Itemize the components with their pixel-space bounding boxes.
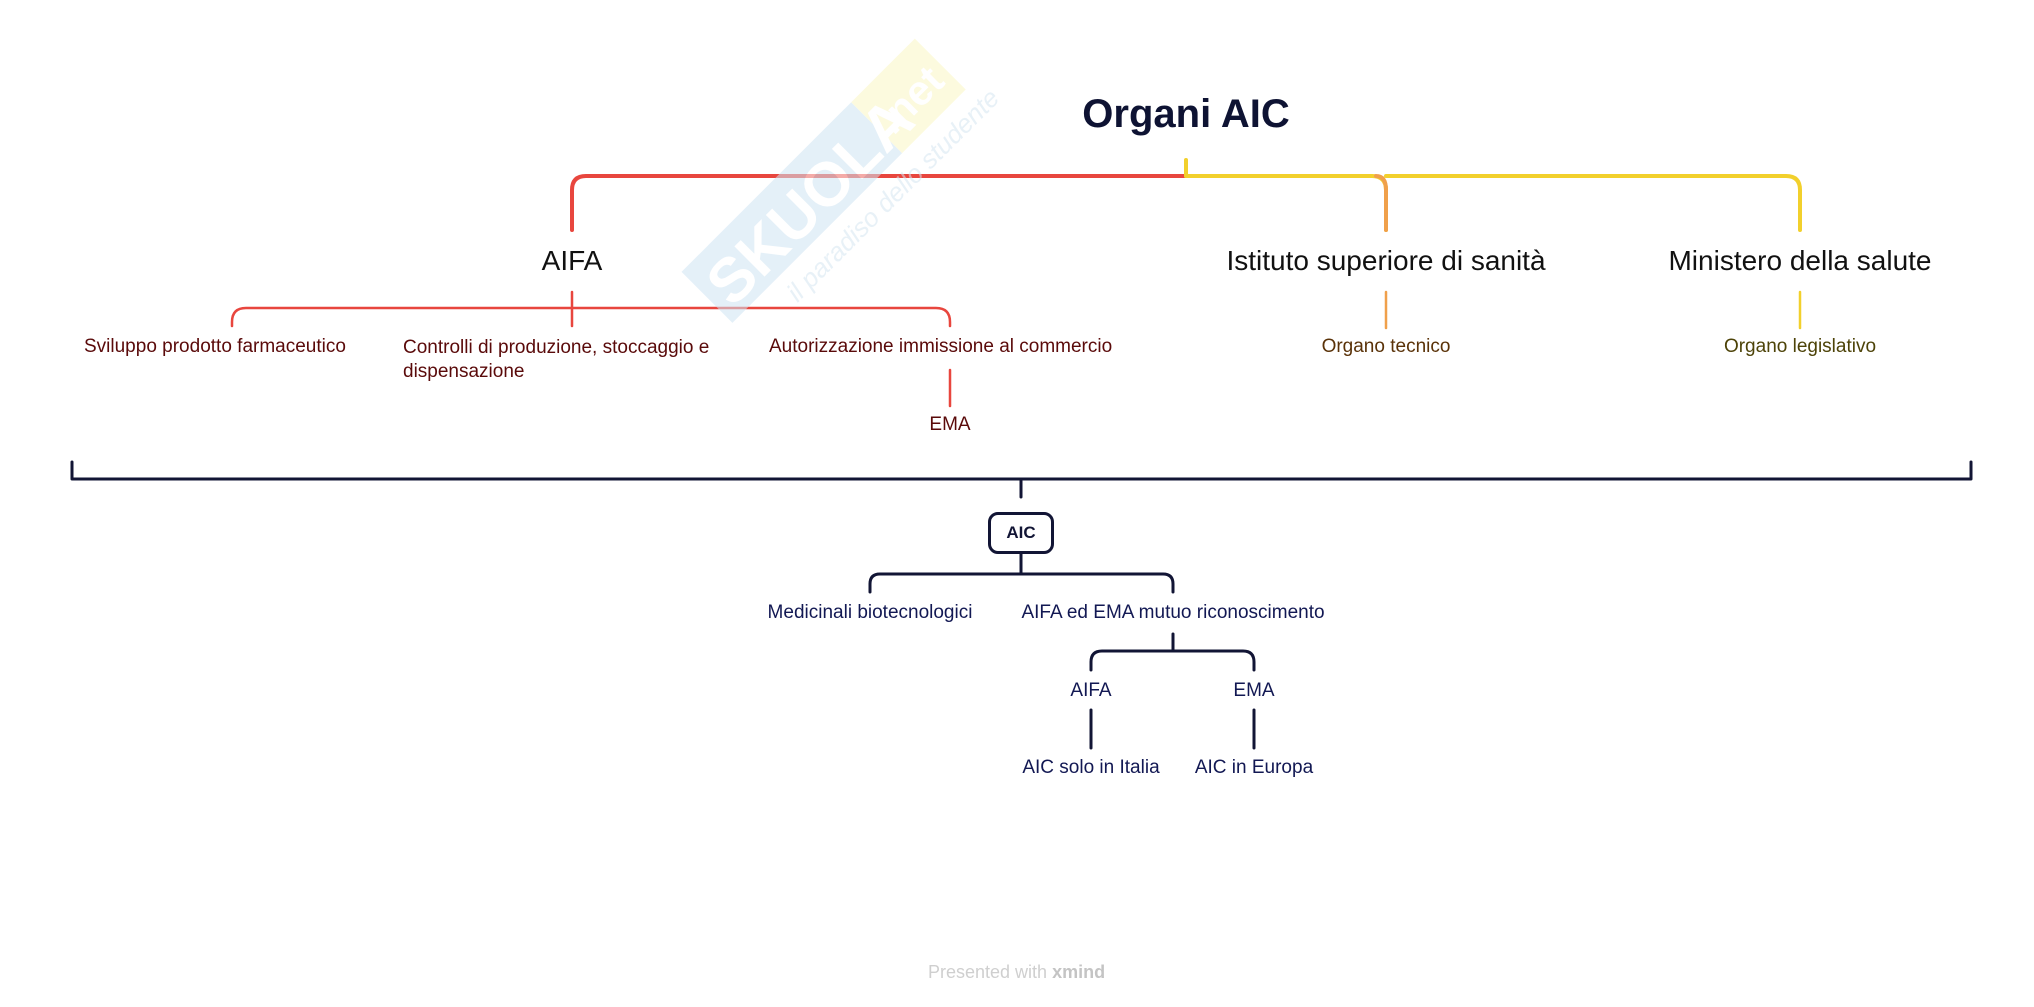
- xmind-logo-text: xmind: [1052, 962, 1106, 982]
- topic-organo-tecnico[interactable]: Organo tecnico: [1321, 336, 1451, 357]
- topic-autorizzazione-immissione[interactable]: Autorizzazione immissione al commercio: [769, 336, 1113, 357]
- root-topic-title[interactable]: Organi AIC: [1082, 92, 1290, 136]
- connector-mutuo-children: [1089, 649, 1256, 672]
- topic-organo-legislativo[interactable]: Organo legislativo: [1723, 336, 1877, 357]
- topic-aifa[interactable]: AIFA: [541, 245, 603, 276]
- summary-bracket: [70, 460, 1973, 481]
- connector-root-iss: [1184, 174, 1388, 232]
- summary-topic-aic[interactable]: AIC: [988, 512, 1054, 554]
- footer-credit: Presented with xmind: [928, 962, 1105, 983]
- connector-root-ministero: [1384, 174, 1802, 232]
- connector-aic-children: [868, 572, 1175, 594]
- footer-prefix: Presented with: [928, 962, 1048, 982]
- topic-controlli-produzione[interactable]: Controlli di produzione, stoccaggio e di…: [403, 336, 709, 384]
- topic-medicinali-biotecnologici[interactable]: Medicinali biotecnologici: [767, 602, 973, 623]
- topic-ema-navy[interactable]: EMA: [1233, 680, 1275, 701]
- topic-ministero-salute[interactable]: Ministero della salute: [1668, 245, 1932, 276]
- topic-aifa-navy[interactable]: AIFA: [1070, 680, 1112, 701]
- topic-controlli-line1: Controlli di produzione, stoccaggio e: [403, 337, 710, 358]
- connector-root-aifa: [570, 174, 1188, 232]
- topic-controlli-line2: dispensazione: [403, 361, 525, 382]
- topic-aic-europa[interactable]: AIC in Europa: [1194, 757, 1314, 778]
- topic-istituto-superiore-sanita[interactable]: Istituto superiore di sanità: [1226, 245, 1546, 276]
- topic-ema-red[interactable]: EMA: [929, 414, 971, 435]
- connector-iss-orange: [1374, 174, 1388, 232]
- topic-sviluppo-prodotto[interactable]: Sviluppo prodotto farmaceutico: [84, 336, 346, 357]
- topic-aic-solo-italia[interactable]: AIC solo in Italia: [1022, 757, 1160, 778]
- topic-mutuo-riconoscimento[interactable]: AIFA ed EMA mutuo riconoscimento: [1021, 602, 1325, 623]
- connector-aifa-children: [230, 306, 952, 328]
